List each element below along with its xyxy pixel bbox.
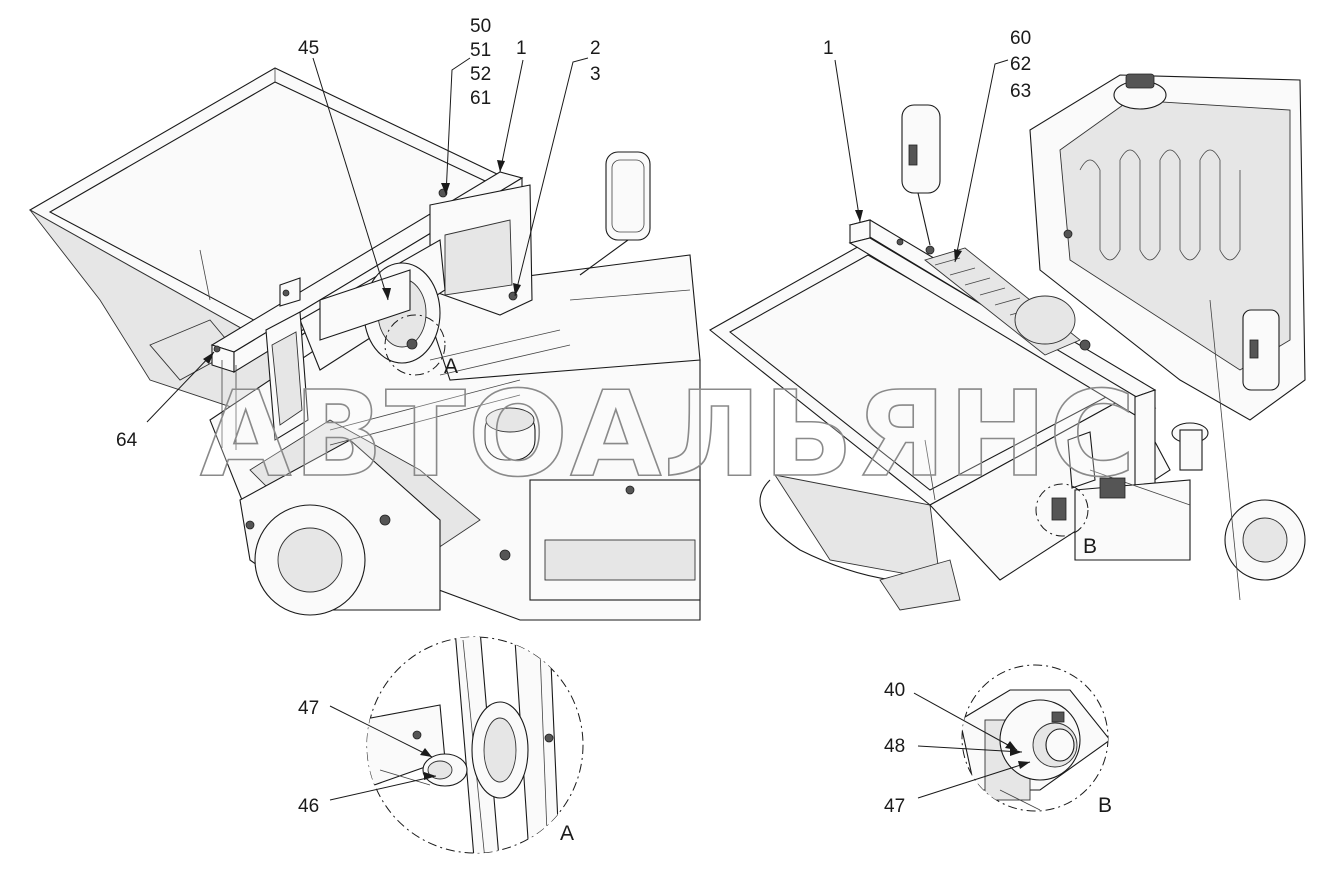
callout-64: 64 [116,430,138,451]
detail-a-title: A [560,822,574,845]
callout-61: 61 [470,88,491,109]
callout-52: 52 [470,64,491,85]
left-leaders [146,57,589,423]
right-leaders [834,59,1009,263]
detail-a-content [367,637,561,853]
callout-50: 50 [470,16,491,37]
detail-a-arrow-46 [424,772,436,780]
detail-a-leader-46 [329,775,437,801]
detail-a: 47 46 A [298,636,584,854]
detail-b-content [962,689,1108,811]
callout-45: 45 [298,38,319,59]
hopper-right [709,239,1171,611]
callout-48: 48 [884,736,905,757]
callout-46-a: 46 [298,796,319,817]
detail-b: 40 48 47 B [884,664,1112,817]
detail-b-title: B [1098,794,1112,817]
detail-b-leader-47 [917,761,1031,799]
detail-a-arrow-47 [420,748,432,757]
callout-3: 3 [590,64,601,85]
callout-47-b: 47 [884,796,905,817]
detail-b-marker-label: B [1083,535,1097,558]
callout-47-a: 47 [298,698,319,719]
detail-a-marker-label: A [444,355,458,378]
detail-a-leader-47 [329,705,433,758]
detail-b-marker-circle [1035,483,1089,537]
callout-63: 63 [1010,81,1031,102]
right-arrowheads [855,210,962,262]
callout-51: 51 [470,40,491,61]
left-arrowheads [203,160,521,364]
callout-1-left: 1 [516,38,527,59]
mirror-right [901,104,941,246]
lower-rail-right [1074,299,1306,601]
callout-62: 62 [1010,54,1031,75]
frame-beam-right [848,219,1157,503]
callout-60: 60 [1010,28,1031,49]
left-view: A 45 50 51 52 61 1 2 3 64 [28,16,701,621]
engine-block-right [1029,73,1306,421]
detail-b-part [1051,497,1067,521]
detail-b-arrow-48 [1010,748,1022,756]
detail-b-arrow-40 [1005,741,1017,750]
callout-2: 2 [590,38,601,59]
callout-40: 40 [884,680,905,701]
right-view: B 1 60 62 63 [709,28,1306,611]
detail-b-leader-40 [913,692,1018,751]
detail-b-arrow-47 [1018,761,1030,769]
detail-b-leader-48 [917,745,1023,753]
callout-1-right: 1 [823,38,834,59]
frame-beam-left [210,171,533,450]
watermark-text: АВТОАЛЬЯНС [200,365,1138,503]
mirror-left [579,151,651,276]
detail-a-marker-circle [384,314,446,376]
